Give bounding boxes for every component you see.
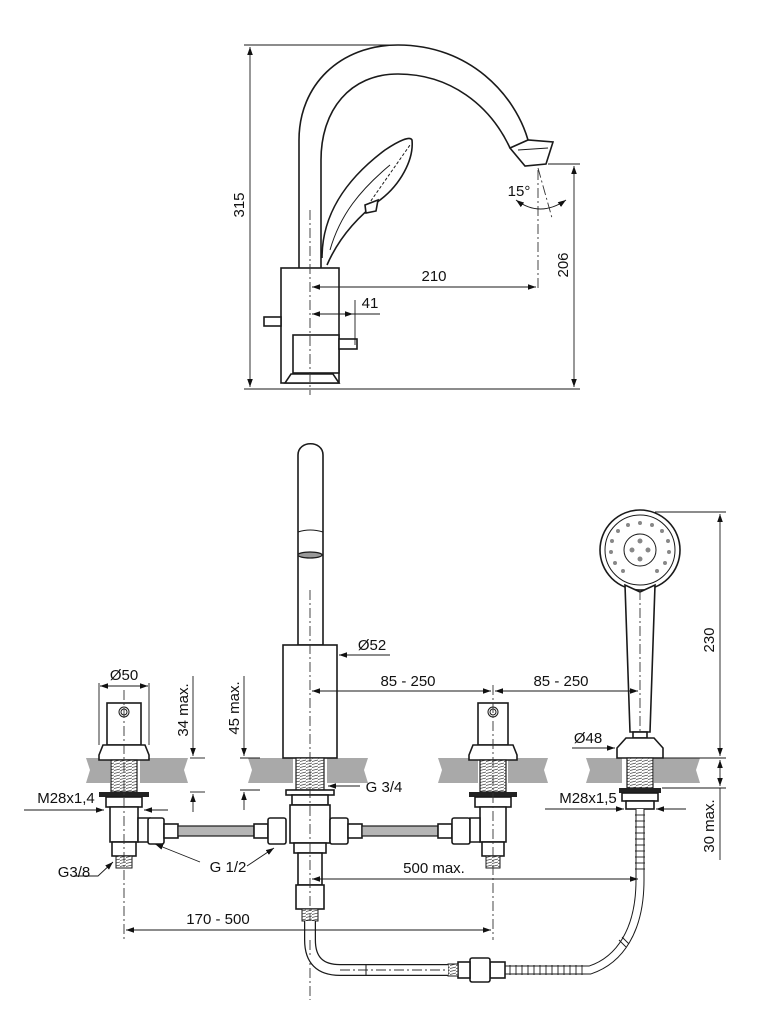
swivel-angle-arc xyxy=(515,199,567,210)
dim-hose-thread: G 1/2 xyxy=(210,859,247,876)
dim-handle-offset: 41 xyxy=(362,295,379,312)
dim-shower-deck-max: 30 max. xyxy=(701,799,718,852)
front-view: Ø50 34 max. 45 max. Ø52 85 - 250 85 - 25… xyxy=(24,442,726,1000)
dim-inlet-thread: G3/8 xyxy=(58,864,91,881)
dim-valve-span: 170 - 500 xyxy=(186,911,249,928)
mixer-body-side xyxy=(263,267,358,384)
dim-spacing-right: 85 - 250 xyxy=(533,673,588,690)
deck-surface xyxy=(86,758,700,783)
dim-hose-thread-leader-left xyxy=(154,843,201,863)
dim-shower-thread: M28x1,5 xyxy=(559,790,617,807)
dim-spout-diameter: Ø52 xyxy=(358,637,386,654)
hand-shower-side xyxy=(321,137,413,266)
dim-spout-thread: G 3/4 xyxy=(366,779,403,796)
dim-valve-diameter: Ø50 xyxy=(110,667,138,684)
dim-hose-length: 500 max. xyxy=(403,860,465,877)
dim-valve-deck-max: 34 max. xyxy=(175,683,192,736)
dim-shower-diameter: Ø48 xyxy=(574,730,602,747)
left-valve xyxy=(98,702,165,869)
supply-hose-right xyxy=(329,817,471,845)
dim-swivel-angle: 15° xyxy=(508,183,531,200)
side-view: 315 206 210 41 15° xyxy=(231,44,580,395)
dim-valve-thread: M28x1,4 xyxy=(37,790,95,807)
dim-hose-thread-leader-right xyxy=(246,847,275,867)
shower-nozzles xyxy=(609,521,671,573)
dim-total-height: 315 xyxy=(231,192,248,217)
dim-spout-deck-max: 45 max. xyxy=(226,681,243,734)
dim-spout-reach: 210 xyxy=(421,268,446,285)
spout-front xyxy=(282,442,338,922)
dim-shower-height: 230 xyxy=(701,627,718,652)
spout-side xyxy=(298,44,555,268)
dim-spout-height: 206 xyxy=(555,252,572,277)
dim-inlet-thread-leader xyxy=(74,861,114,877)
dim-spacing-left: 85 - 250 xyxy=(380,673,435,690)
supply-hose-left xyxy=(163,817,287,845)
shower-hose xyxy=(304,809,645,983)
hand-shower-front xyxy=(599,509,681,810)
swivel-centerline xyxy=(537,167,553,219)
